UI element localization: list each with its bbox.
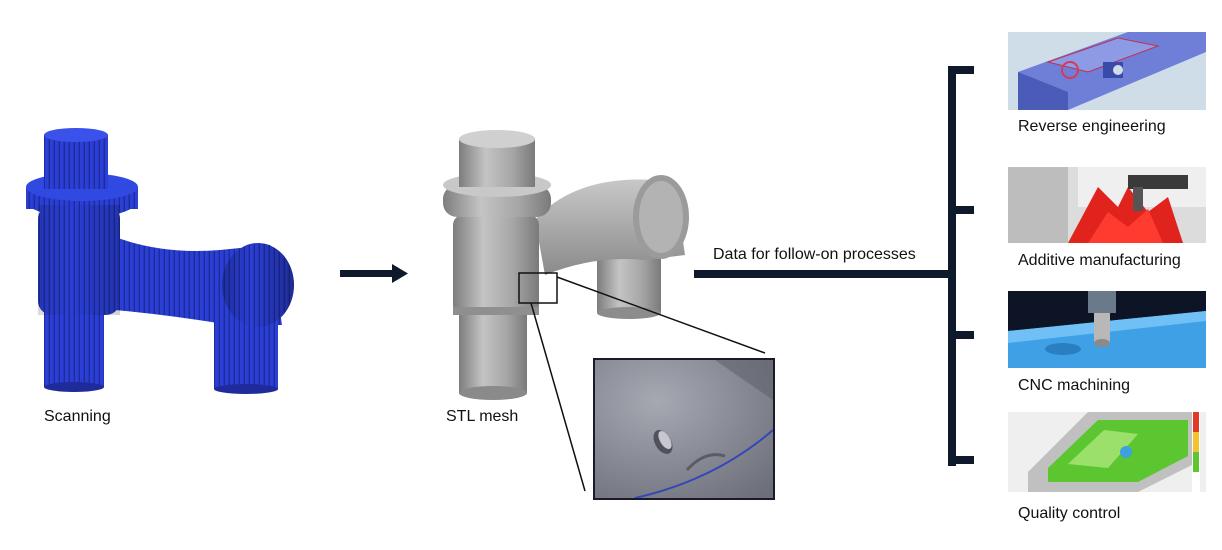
data-flow-label: Data for follow-on processes bbox=[713, 246, 916, 263]
stl-mesh-model bbox=[443, 130, 766, 492]
scanned-part-model bbox=[26, 128, 294, 394]
distribution-bracket bbox=[694, 66, 974, 466]
application-label: Reverse engineering bbox=[1018, 118, 1166, 135]
application-label: CNC machining bbox=[1018, 377, 1131, 394]
quality-control-thumbnail bbox=[1008, 412, 1206, 492]
mesh-detail-inset bbox=[593, 358, 775, 500]
additive-manufacturing-thumbnail bbox=[1008, 167, 1206, 243]
stl-mesh-label: STL mesh bbox=[446, 408, 519, 425]
right-arrow-icon bbox=[340, 264, 408, 283]
application-label: Quality control bbox=[1018, 505, 1121, 522]
reverse-engineering-thumbnail bbox=[1008, 32, 1206, 110]
scanning-label: Scanning bbox=[44, 408, 111, 425]
application-label: Additive manufacturing bbox=[1018, 252, 1181, 269]
cnc-machining-thumbnail bbox=[1008, 291, 1206, 368]
